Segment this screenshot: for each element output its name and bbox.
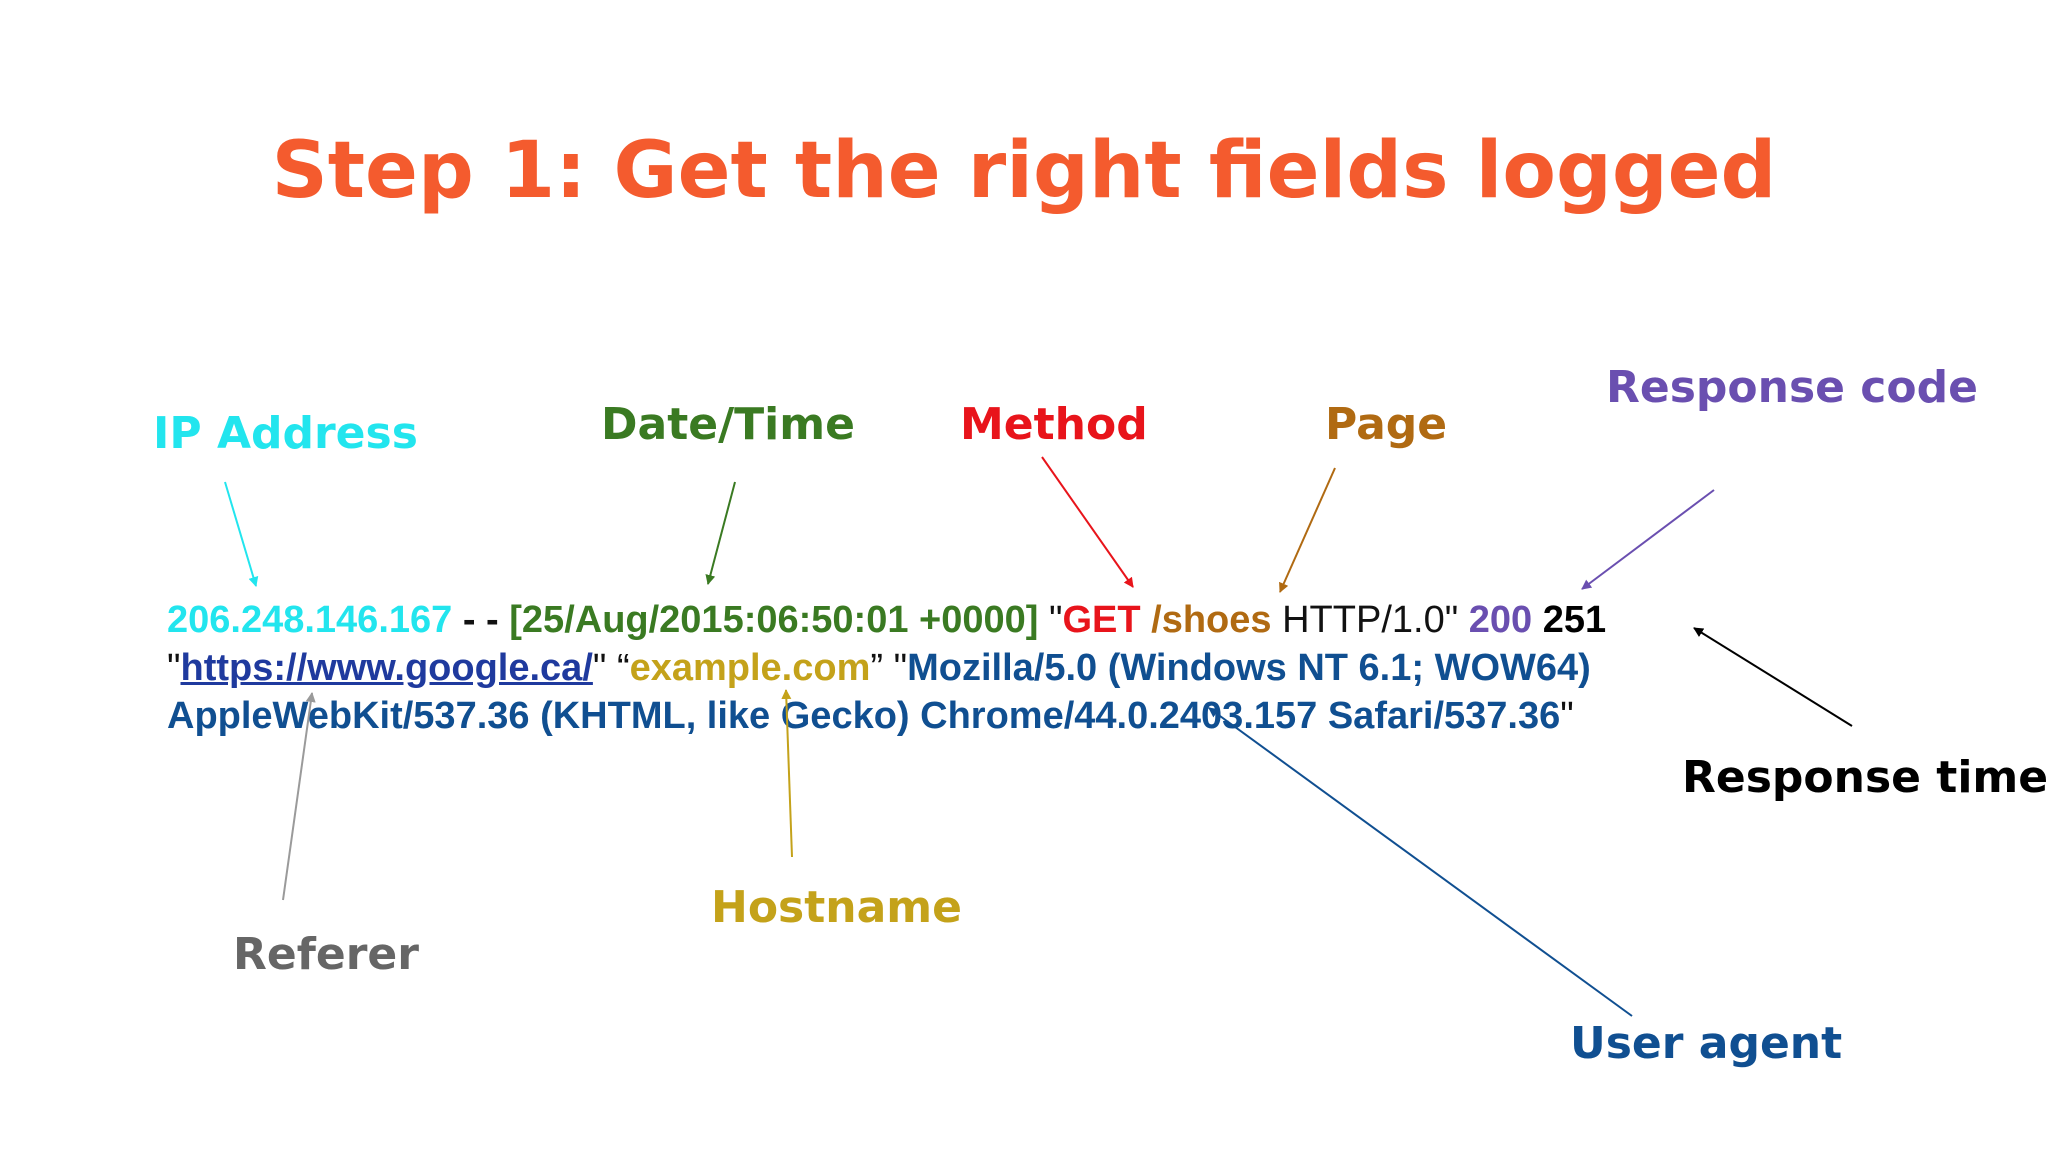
log-quote: " bbox=[1560, 695, 1574, 737]
log-quote: ” " bbox=[870, 647, 908, 689]
arrow-response-time bbox=[1693, 627, 1853, 727]
arrow-ip-address bbox=[224, 481, 259, 587]
arrow-hostname bbox=[781, 689, 793, 858]
log-hostname: example.com bbox=[629, 647, 871, 689]
label-page: Page bbox=[1325, 399, 1448, 450]
label-response-code: Response code bbox=[1606, 362, 1978, 413]
log-line-2: "https://www.google.ca/" “example.com” "… bbox=[167, 644, 1591, 692]
log-referer-link[interactable]: https://www.google.ca/ bbox=[180, 647, 593, 689]
arrow-method bbox=[1041, 456, 1134, 588]
label-date-time: Date/Time bbox=[601, 399, 855, 450]
log-user-agent-part1: Mozilla/5.0 (Windows NT 6.1; WOW64) bbox=[907, 647, 1591, 689]
log-quote: " “ bbox=[592, 647, 630, 689]
log-response-time: 251 bbox=[1532, 599, 1607, 641]
arrow-response-code bbox=[1581, 489, 1715, 590]
arrow-date-time bbox=[705, 481, 736, 585]
page-title: Step 1: Get the right fields logged bbox=[271, 126, 1777, 216]
arrow-user-agent bbox=[1208, 707, 1633, 1017]
label-ip-address: IP Address bbox=[153, 408, 418, 459]
label-hostname: Hostname bbox=[711, 882, 962, 933]
log-protocol: HTTP/1.0" bbox=[1271, 599, 1469, 641]
log-ip: 206.248.146.167 bbox=[167, 599, 453, 641]
log-line-1: 206.248.146.167 - - [25/Aug/2015:06:50:0… bbox=[167, 596, 1606, 644]
arrow-page bbox=[1279, 467, 1336, 593]
log-status: 200 bbox=[1468, 599, 1533, 641]
label-response-time: Response time bbox=[1682, 752, 2048, 803]
log-line-3: AppleWebKit/537.36 (KHTML, like Gecko) C… bbox=[167, 692, 1574, 740]
label-user-agent: User agent bbox=[1570, 1018, 1843, 1069]
label-method: Method bbox=[960, 399, 1148, 450]
log-method: GET bbox=[1062, 599, 1141, 641]
log-quote: " bbox=[167, 647, 181, 689]
label-referer: Referer bbox=[233, 929, 419, 980]
log-page: /shoes bbox=[1140, 599, 1272, 641]
log-user-agent-part2: AppleWebKit/537.36 (KHTML, like Gecko) C… bbox=[167, 695, 1561, 737]
log-dashes: - - bbox=[452, 599, 510, 641]
arrow-referer bbox=[282, 692, 316, 901]
log-quote: " bbox=[1038, 599, 1063, 641]
log-datetime: [25/Aug/2015:06:50:01 +0000] bbox=[509, 599, 1039, 641]
